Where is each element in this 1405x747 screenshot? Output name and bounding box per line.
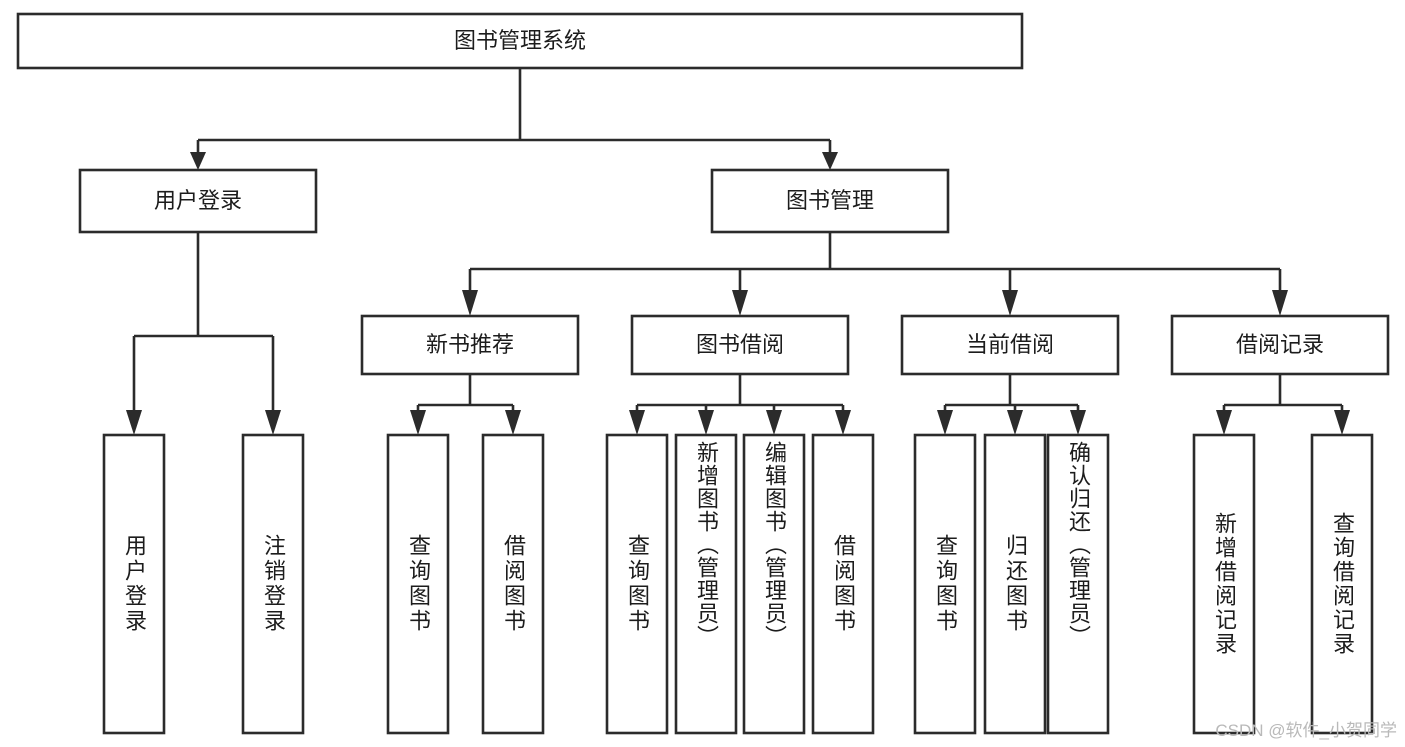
- connector-group-user-login: [126, 232, 281, 435]
- node-borrow-record-box[interactable]: [1170, 314, 1390, 376]
- node-leaf-logout-label: 注销登录: [261, 534, 286, 634]
- node-leaf-logout-box[interactable]: [241, 433, 305, 735]
- node-current-borrow-label: 当前借阅: [966, 332, 1054, 357]
- node-leaf-edit-book-label: 编辑图书（管理员）: [762, 441, 787, 648]
- node-leaf-query-book-3-label: 查询图书: [933, 534, 958, 634]
- connector-group-root: [190, 68, 838, 170]
- arrow-icon-user-login: [190, 152, 206, 170]
- node-book-borrow[interactable]: 图书借阅: [630, 314, 850, 376]
- node-leaf-query-record-label: 查询借阅记录: [1330, 512, 1355, 656]
- node-leaf-borrow-book-2[interactable]: 借阅图书: [813, 435, 873, 733]
- node-leaf-query-book-1[interactable]: 查询图书: [388, 435, 448, 733]
- node-book-management[interactable]: 图书管理: [710, 168, 950, 234]
- arrow-icon-book-management: [822, 152, 838, 170]
- node-leaf-borrow-book-2-label: 借阅图书: [831, 534, 856, 634]
- node-leaf-borrow-book-2-box[interactable]: [811, 433, 875, 735]
- node-leaf-logout[interactable]: 注销登录: [243, 435, 303, 733]
- arrow-icon-book-borrow: [732, 290, 748, 316]
- node-user-login-box[interactable]: [78, 168, 318, 234]
- node-current-borrow-box[interactable]: [900, 314, 1120, 376]
- node-book-borrow-label: 图书借阅: [696, 332, 784, 357]
- connector-group-borrow-record: [1216, 374, 1350, 435]
- node-new-book-recommend-box[interactable]: [360, 314, 580, 376]
- node-new-book-recommend-label: 新书推荐: [426, 332, 514, 357]
- arrow-icon-add-book: [698, 410, 714, 435]
- arrow-icon-query-book-3: [937, 410, 953, 435]
- node-leaf-add-book-label: 新增图书（管理员）: [694, 441, 719, 648]
- node-leaf-edit-book-box[interactable]: [742, 433, 806, 735]
- node-leaf-add-book[interactable]: 新增图书（管理员）: [676, 441, 736, 733]
- node-borrow-record[interactable]: 借阅记录: [1170, 314, 1390, 376]
- arrow-icon-query-record: [1334, 410, 1350, 435]
- arrow-icon-leaf-logout: [265, 410, 281, 435]
- node-book-management-box[interactable]: [710, 168, 950, 234]
- node-leaf-borrow-book-1[interactable]: 借阅图书: [483, 435, 543, 733]
- arrow-icon-query-book-1: [410, 410, 426, 435]
- node-leaf-borrow-book-1-box[interactable]: [481, 433, 545, 735]
- leaf-boxes: [102, 433, 1374, 735]
- arrow-icon-return-book: [1007, 410, 1023, 435]
- node-leaf-return-book-box[interactable]: [983, 433, 1047, 735]
- node-root[interactable]: 图书管理系统: [16, 12, 1024, 70]
- node-borrow-record-label: 借阅记录: [1236, 332, 1324, 357]
- node-leaf-add-record-label: 新增借阅记录: [1212, 512, 1237, 656]
- arrow-icon-edit-book: [766, 410, 782, 435]
- node-leaf-borrow-book-1-label: 借阅图书: [501, 534, 526, 634]
- node-user-login[interactable]: 用户登录: [78, 168, 318, 234]
- connector-group-current-borrow: [937, 374, 1086, 435]
- node-leaf-add-record-box[interactable]: [1192, 433, 1256, 735]
- node-leaf-edit-book[interactable]: 编辑图书（管理员）: [744, 441, 804, 733]
- arrow-icon-new-book-recommend: [462, 290, 478, 316]
- node-leaf-user-login-label: 用户登录: [122, 534, 147, 634]
- arrow-icon-borrow-record: [1272, 290, 1288, 316]
- node-leaf-confirm-return-box[interactable]: [1046, 433, 1110, 735]
- node-user-login-label: 用户登录: [154, 188, 242, 213]
- node-current-borrow[interactable]: 当前借阅: [900, 314, 1120, 376]
- node-book-management-label: 图书管理: [786, 188, 874, 213]
- node-leaf-query-book-1-box[interactable]: [386, 433, 450, 735]
- node-new-book-recommend[interactable]: 新书推荐: [360, 314, 580, 376]
- node-leaf-confirm-return[interactable]: 确认归还（管理员）: [1048, 441, 1108, 733]
- node-leaf-query-book-2-box[interactable]: [605, 433, 669, 735]
- node-leaf-query-record[interactable]: 查询借阅记录: [1312, 435, 1372, 733]
- node-leaf-query-book-1-label: 查询图书: [406, 534, 431, 634]
- arrow-icon-borrow-book-1: [505, 410, 521, 435]
- node-book-borrow-box[interactable]: [630, 314, 850, 376]
- node-leaf-query-book-3[interactable]: 查询图书: [915, 435, 975, 733]
- node-leaf-user-login[interactable]: 用户登录: [104, 435, 164, 733]
- arrow-icon-confirm-return: [1070, 410, 1086, 435]
- node-leaf-user-login-box[interactable]: [102, 433, 166, 735]
- arrow-icon-add-record: [1216, 410, 1232, 435]
- node-leaf-return-book-label: 归还图书: [1003, 534, 1028, 634]
- node-leaf-query-book-2-label: 查询图书: [625, 534, 650, 634]
- node-root-label: 图书管理系统: [454, 28, 586, 53]
- node-leaf-add-book-box[interactable]: [674, 433, 738, 735]
- connector-group-new-book-recommend: [410, 374, 521, 435]
- arrow-icon-leaf-user-login: [126, 410, 142, 435]
- node-leaf-query-book-3-box[interactable]: [913, 433, 977, 735]
- arrow-icon-borrow-book-2: [835, 410, 851, 435]
- node-leaf-confirm-return-label: 确认归还（管理员）: [1066, 441, 1091, 648]
- node-leaf-return-book[interactable]: 归还图书: [985, 435, 1045, 733]
- node-root-box[interactable]: [16, 12, 1024, 70]
- arrow-icon-query-book-2: [629, 410, 645, 435]
- node-leaf-query-book-2[interactable]: 查询图书: [607, 435, 667, 733]
- connector-group-book-management: [462, 232, 1288, 316]
- node-leaf-query-record-box[interactable]: [1310, 433, 1374, 735]
- node-leaf-add-record[interactable]: 新增借阅记录: [1194, 435, 1254, 733]
- arrow-icon-current-borrow: [1002, 290, 1018, 316]
- connector-group-book-borrow: [629, 374, 851, 435]
